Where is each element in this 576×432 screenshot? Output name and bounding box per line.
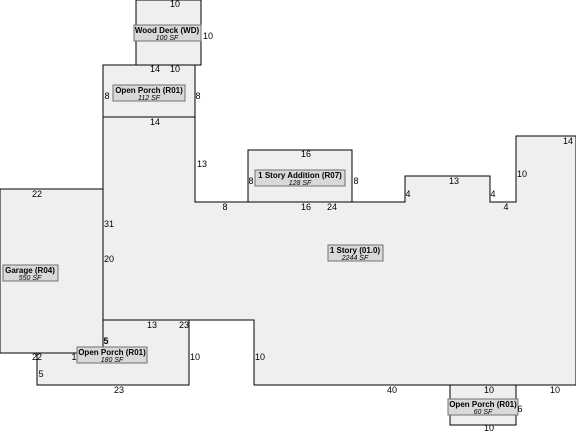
dimension-labels: 10 10 14 10 8 8 14 13 8 16 8 8 16 24 4 1…: [32, 0, 573, 432]
dim-label: 13: [197, 159, 207, 169]
dim-label: 20: [104, 254, 114, 264]
wood-deck-sf: 100 SF: [156, 35, 179, 42]
dim-label: 5: [103, 336, 108, 346]
dim-label: 22: [32, 352, 42, 362]
dim-label: 6: [517, 404, 522, 414]
dim-label: 8: [222, 202, 227, 212]
dim-label: 23: [179, 320, 189, 330]
dim-label: 10: [170, 64, 180, 74]
dim-label: 24: [327, 202, 337, 212]
dim-label: 31: [104, 219, 114, 229]
dim-label: 10: [484, 423, 494, 432]
dim-label: 10: [550, 385, 560, 395]
open-porch-bottom-sf: 60 SF: [474, 409, 493, 416]
dim-label: 10: [203, 31, 213, 41]
open-porch-bottom-name: Open Porch (R01): [449, 400, 517, 409]
open-porch-top-label: Open Porch (R01) 112 SF: [112, 84, 186, 102]
dim-label: 8: [248, 176, 253, 186]
dim-label: 10: [517, 169, 527, 179]
dim-label: 10: [484, 385, 494, 395]
wood-deck-name: Wood Deck (WD): [135, 26, 200, 35]
dim-label: 4: [503, 202, 508, 212]
garage-label: Garage (R04) 550 SF: [2, 264, 59, 282]
dim-label: 10: [190, 352, 200, 362]
main-label: 1 Story (01.0) 2244 SF: [327, 244, 384, 262]
dim-label: 14: [150, 64, 160, 74]
dim-label: 8: [195, 91, 200, 101]
dim-label: 5: [38, 369, 43, 379]
dim-label: 10: [255, 352, 265, 362]
dim-label: 8: [104, 91, 109, 101]
open-porch-bottom-label: Open Porch (R01) 60 SF: [447, 398, 519, 416]
main-sf: 2244 SF: [341, 255, 369, 262]
dim-label: 22: [32, 189, 42, 199]
open-porch-top-name: Open Porch (R01): [115, 86, 183, 95]
dim-label: 16: [301, 202, 311, 212]
dim-label: 13: [147, 320, 157, 330]
main-name: 1 Story (01.0): [330, 246, 381, 255]
garage-sf: 550 SF: [19, 275, 42, 282]
open-porch-left-label: Open Porch (R01) 180 SF: [76, 346, 148, 364]
open-porch-top-sf: 112 SF: [138, 95, 161, 102]
garage-name: Garage (R04): [5, 266, 55, 275]
addition-name: 1 Story Addition (R07): [258, 171, 342, 180]
dim-label: 4: [405, 189, 410, 199]
dim-label: 40: [387, 385, 397, 395]
dim-label: 14: [150, 117, 160, 127]
dim-label: 10: [170, 0, 180, 9]
dim-label: 16: [301, 149, 311, 159]
dim-label: 13: [449, 176, 459, 186]
dim-label: 4: [490, 189, 495, 199]
open-porch-left-sf: 180 SF: [101, 357, 124, 364]
open-porch-left-name: Open Porch (R01): [78, 348, 146, 357]
addition-label: 1 Story Addition (R07) 128 SF: [254, 169, 346, 187]
dim-label: 14: [563, 136, 573, 146]
addition-sf: 128 SF: [289, 180, 312, 187]
wood-deck-label: Wood Deck (WD) 100 SF: [133, 24, 202, 42]
dim-label: 1: [71, 352, 76, 362]
dim-label: 8: [353, 176, 358, 186]
dim-label: 23: [114, 385, 124, 395]
